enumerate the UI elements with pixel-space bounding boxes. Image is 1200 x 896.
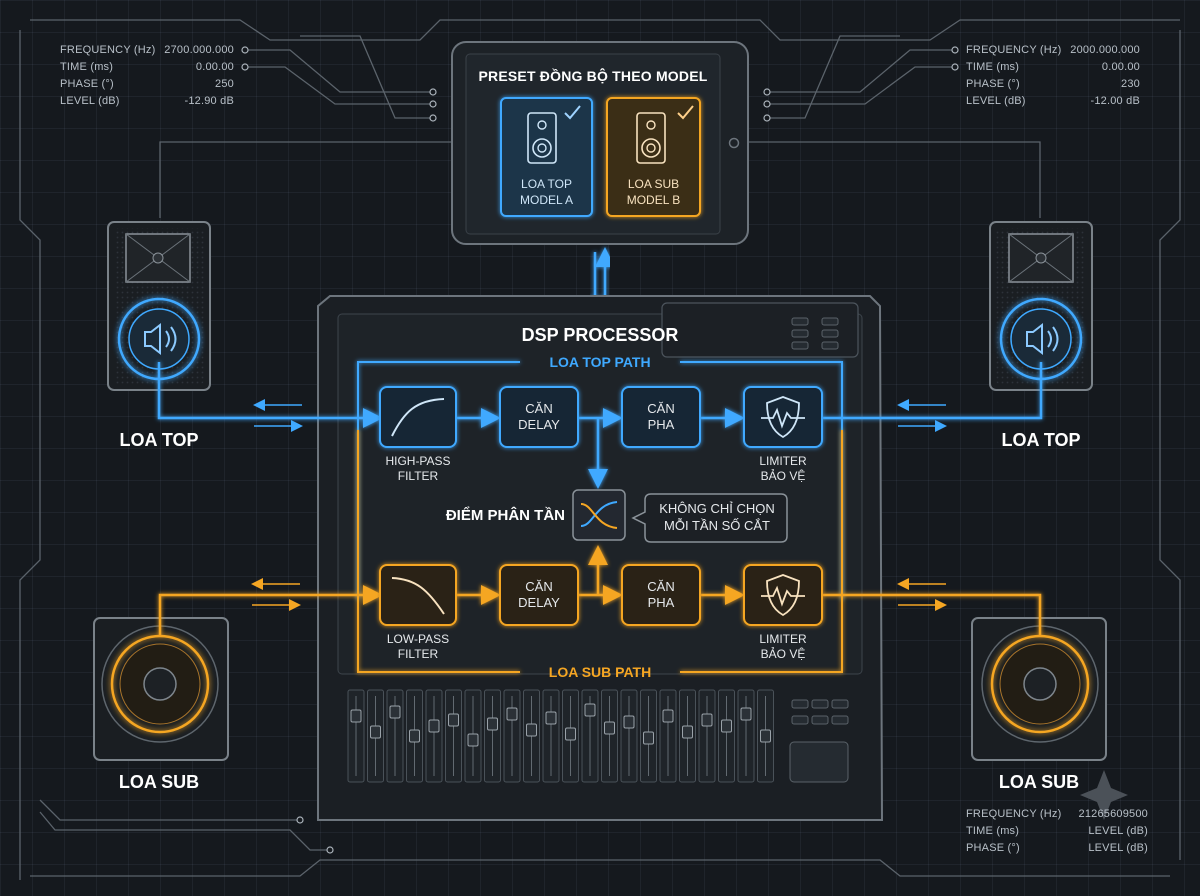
preset-card-top[interactable]: [500, 97, 593, 217]
top-path-label: LOA TOP PATH: [549, 354, 651, 370]
fader-knob[interactable]: [545, 711, 557, 725]
sub-signal-lines: [158, 545, 1042, 636]
block-top-limiter[interactable]: [743, 386, 823, 448]
crossover-block[interactable]: [572, 489, 626, 541]
volume-icon: [144, 322, 177, 356]
block-sub-delay[interactable]: [499, 564, 579, 626]
fader-knob[interactable]: [643, 731, 654, 745]
speaker-icon: [527, 112, 557, 164]
fader-knob[interactable]: [370, 725, 381, 739]
shield-icon: [761, 396, 805, 439]
dsp-buttons: [791, 317, 839, 350]
block-top-delay[interactable]: [499, 386, 579, 448]
block-hpf[interactable]: [379, 386, 457, 448]
fader-knob[interactable]: [487, 717, 498, 731]
block-top-phase[interactable]: [621, 386, 701, 448]
fader-knob[interactable]: [682, 725, 693, 739]
checkmark-icon: [677, 105, 694, 120]
speaker-label-sub-left: LOA SUB: [118, 772, 200, 792]
readout-bottom-right: FREQUENCY (Hz)21265609500 TIME (ms)LEVEL…: [966, 808, 1148, 854]
crossover-label: ĐIỂM PHÂN TẦN: [445, 507, 565, 524]
sparkle-icon: [1080, 770, 1128, 820]
fader-knob[interactable]: [350, 709, 362, 723]
fader-knob[interactable]: [623, 715, 635, 729]
speaker-label-top-left: LOA TOP: [119, 430, 199, 450]
speaker-top-left: [107, 221, 211, 391]
tablet-title: PRESET ĐỒNG BỘ THEO MODEL: [478, 68, 708, 84]
fader-knob[interactable]: [448, 713, 459, 727]
fader-knob[interactable]: [721, 719, 732, 733]
speaker-icon: [636, 112, 666, 164]
circuit-traces: [19, 19, 1181, 880]
fader-knob[interactable]: [526, 723, 537, 737]
fader-controls: [789, 699, 849, 783]
fader-knob[interactable]: [584, 703, 596, 717]
sub-path-frame: [357, 430, 843, 673]
speaker-sub-left: [93, 617, 229, 761]
block-sub-limiter[interactable]: [743, 564, 823, 626]
top-signal-lines: [157, 362, 1043, 489]
readout-top-right: FREQUENCY (Hz)2000.000.000 TIME (ms)0.00…: [966, 44, 1140, 107]
highpass-curve-icon: [391, 398, 445, 437]
tablet: [451, 41, 749, 245]
fader-knob[interactable]: [662, 709, 674, 723]
volume-icon: [1026, 322, 1059, 356]
fader-knob[interactable]: [565, 727, 576, 741]
fader-knob[interactable]: [467, 733, 479, 747]
fader-bank[interactable]: [347, 689, 774, 783]
fader-knob[interactable]: [506, 707, 518, 721]
home-button-icon: [728, 137, 740, 149]
dsp-title: DSP PROCESSOR: [521, 325, 679, 345]
top-io-arrows: [253, 399, 947, 432]
checkmark-icon: [564, 105, 581, 120]
fader-knob[interactable]: [604, 721, 615, 735]
speaker-top-right: [989, 221, 1093, 391]
fader-knob[interactable]: [701, 713, 713, 727]
lowpass-curve-icon: [391, 577, 445, 615]
fader-knob[interactable]: [740, 707, 752, 721]
readout-top-left: FREQUENCY (Hz)2700.000.000 TIME (ms)0.00…: [60, 44, 234, 107]
fader-knob[interactable]: [760, 729, 771, 743]
speaker-sub-right: [971, 617, 1107, 761]
fader-knob[interactable]: [428, 719, 440, 733]
sub-path-label: LOA SUB PATH: [548, 664, 652, 680]
block-sub-phase[interactable]: [621, 564, 701, 626]
speaker-label-sub-right: LOA SUB: [998, 772, 1080, 792]
fader-knob[interactable]: [389, 705, 401, 719]
speaker-label-top-right: LOA TOP: [1001, 430, 1081, 450]
dsp-display: [661, 302, 859, 358]
callout-box: [631, 493, 788, 543]
fader-knob[interactable]: [409, 729, 420, 743]
shield-icon: [761, 574, 805, 617]
sub-io-arrows: [251, 578, 947, 611]
block-lpf[interactable]: [379, 564, 457, 626]
